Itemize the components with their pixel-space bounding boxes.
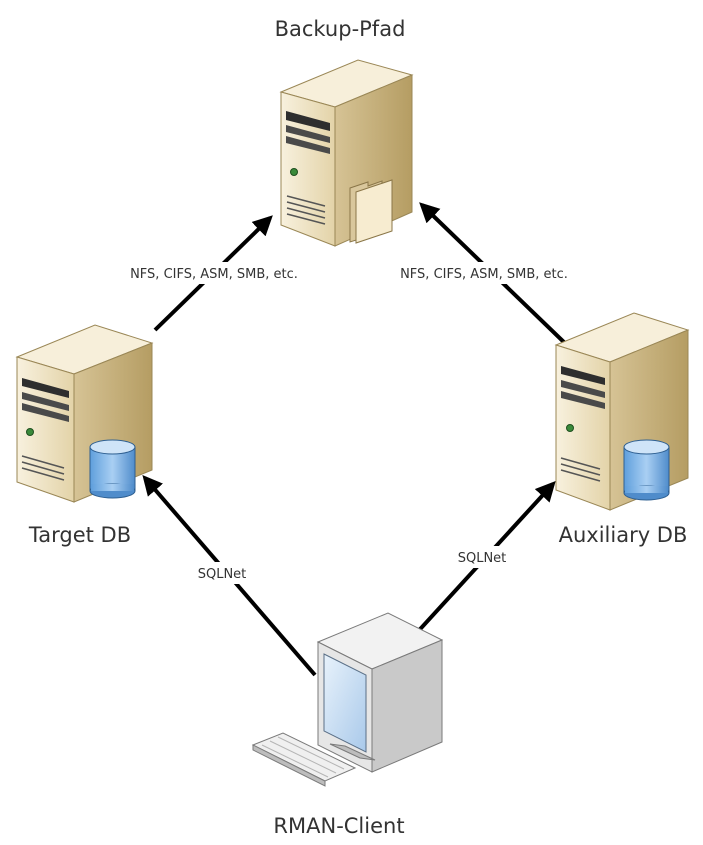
edge-label-bg [368, 262, 600, 284]
folder-icon [349, 179, 393, 244]
client-node-label: RMAN-Client [273, 814, 404, 838]
edge-label-bg [190, 562, 254, 584]
backup-node-label: Backup-Pfad [275, 17, 406, 41]
target-database-icon [89, 439, 136, 499]
edge-label-bg [450, 546, 514, 568]
edge-label-client-to-auxiliary: SQLNet [458, 551, 507, 566]
edge-label-auxiliary-to-backup: NFS, CIFS, ASM, SMB, etc. [400, 267, 568, 282]
keyboard-icon [251, 732, 357, 787]
auxiliary-node-label: Auxiliary DB [559, 523, 688, 547]
desktop-computer-icon [316, 612, 444, 773]
edge-label-target-to-backup: NFS, CIFS, ASM, SMB, etc. [130, 267, 298, 282]
edge-label-bg [98, 262, 330, 284]
target-node-label: Target DB [28, 523, 131, 547]
edge-label-client-to-target: SQLNet [198, 567, 247, 582]
auxiliary-database-icon [623, 439, 670, 501]
